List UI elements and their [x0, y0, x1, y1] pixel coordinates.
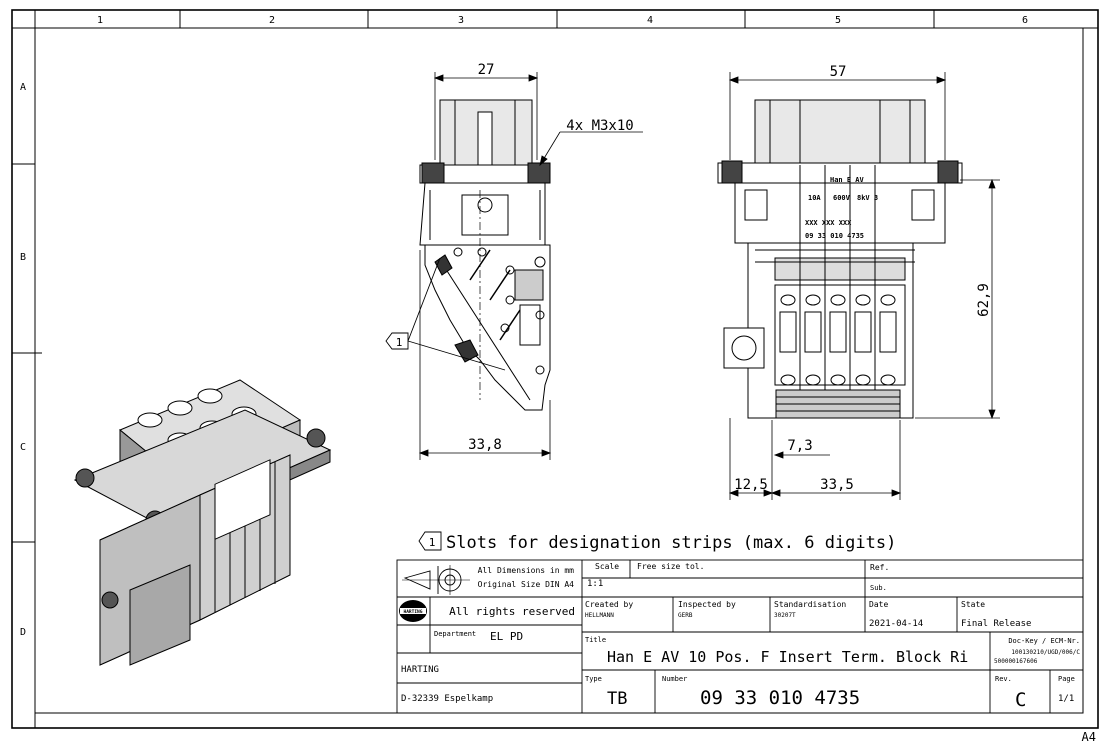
company-name: HARTING — [401, 665, 439, 675]
isometric-view — [73, 379, 332, 666]
scale-label: Scale — [595, 562, 619, 571]
type-label: Type — [585, 675, 602, 683]
state-label: State — [961, 600, 985, 609]
row-label: C — [20, 442, 26, 453]
original-size-note: Original Size DIN A4 — [478, 580, 575, 589]
dimension-pitch: 33,5 — [820, 477, 854, 493]
drawing-title: Han E AV 10 Pos. F Insert Term. Block Ri — [607, 648, 968, 666]
sheet-format-label: A4 — [1082, 730, 1096, 744]
dimension-offset: 7,3 — [787, 438, 812, 454]
side-view — [717, 99, 963, 419]
dockey-value: 100130210/UGD/006/C — [1011, 649, 1080, 656]
column-label: 4 — [647, 15, 653, 26]
created-label: Created by — [585, 600, 633, 609]
callout-marker — [385, 257, 506, 371]
date-label: Date — [869, 600, 888, 609]
title-label: Title — [585, 636, 606, 644]
dimension-front-width: 27 — [478, 62, 495, 78]
label-row: 8kV 3 — [857, 194, 878, 202]
dimension-side-width: 57 — [830, 64, 847, 80]
column-label: 6 — [1022, 15, 1028, 26]
department-label: Department — [434, 630, 476, 638]
company-address: D-32339 Espelkamp — [401, 694, 493, 704]
drawing-number: 09 33 010 4735 — [700, 687, 860, 709]
note-callout-number: 1 — [429, 536, 436, 549]
page-value: 1/1 — [1058, 694, 1074, 704]
label-row: 600V — [833, 194, 851, 202]
type-value: TB — [607, 689, 627, 709]
state-value: Final Release — [961, 619, 1031, 629]
column-label: 3 — [458, 15, 464, 26]
note-designation-strips: Slots for designation strips (max. 6 dig… — [446, 533, 896, 553]
ecm-value: 500000167606 — [994, 658, 1038, 665]
column-label: 1 — [97, 15, 103, 26]
frame-column-labels: 1 2 3 4 5 6 — [97, 15, 1028, 26]
column-label: 2 — [269, 15, 275, 26]
sub-label: Sub. — [870, 584, 887, 592]
row-label: D — [20, 627, 26, 638]
frame-row-labels: A B C D — [20, 82, 26, 638]
ref-label: Ref. — [870, 563, 889, 572]
title-block-text: All Dimensions in mm Original Size DIN A… — [401, 562, 1080, 711]
front-view — [419, 99, 551, 411]
side-view-label: Han E AV 10A 600V 8kV 3 XXX XXX XXX 09 3… — [805, 176, 878, 240]
standardisation-label: Standardisation — [774, 600, 846, 609]
label-brand: Han E AV — [830, 176, 865, 184]
date-value: 2021-04-14 — [869, 619, 923, 629]
revision-value: C — [1015, 689, 1026, 711]
dimension-side-height: 62,9 — [976, 283, 992, 317]
rev-label: Rev. — [995, 675, 1012, 683]
dimension-edge: 12,5 — [734, 477, 768, 493]
created-value: HELLMANN — [585, 612, 614, 619]
side-view-dimensions — [728, 72, 1000, 500]
title-block — [396, 559, 1084, 714]
harting-logo: HARTING — [399, 600, 427, 622]
rights-text: All rights reserved — [449, 605, 575, 618]
front-view-dimensions — [418, 72, 643, 460]
number-label: Number — [662, 675, 687, 683]
column-label: 5 — [835, 15, 841, 26]
dimension-screws: 4x M3x10 — [566, 118, 633, 134]
standardisation-value: 30207T — [774, 612, 796, 619]
logo-text: HARTING — [404, 609, 423, 615]
dimension-front-depth: 33,8 — [468, 437, 502, 453]
row-label: B — [20, 252, 26, 263]
scale-value: 1:1 — [587, 579, 603, 589]
row-label: A — [20, 82, 26, 93]
label-row: XXX XXX XXX — [805, 219, 852, 227]
dimensions-note: All Dimensions in mm — [478, 566, 575, 575]
inspected-value: GERB — [678, 612, 693, 619]
label-row: 10A — [808, 194, 821, 202]
inspected-label: Inspected by — [678, 600, 736, 609]
department-value: EL PD — [490, 630, 523, 643]
tolerance-text: Free size tol. — [637, 562, 704, 571]
page-label: Page — [1058, 675, 1075, 683]
label-row: 09 33 010 4735 — [805, 232, 864, 240]
callout-number: 1 — [396, 336, 403, 349]
dockey-label: Doc-Key / ECM-Nr. — [1008, 637, 1080, 645]
note-marker — [418, 531, 442, 551]
